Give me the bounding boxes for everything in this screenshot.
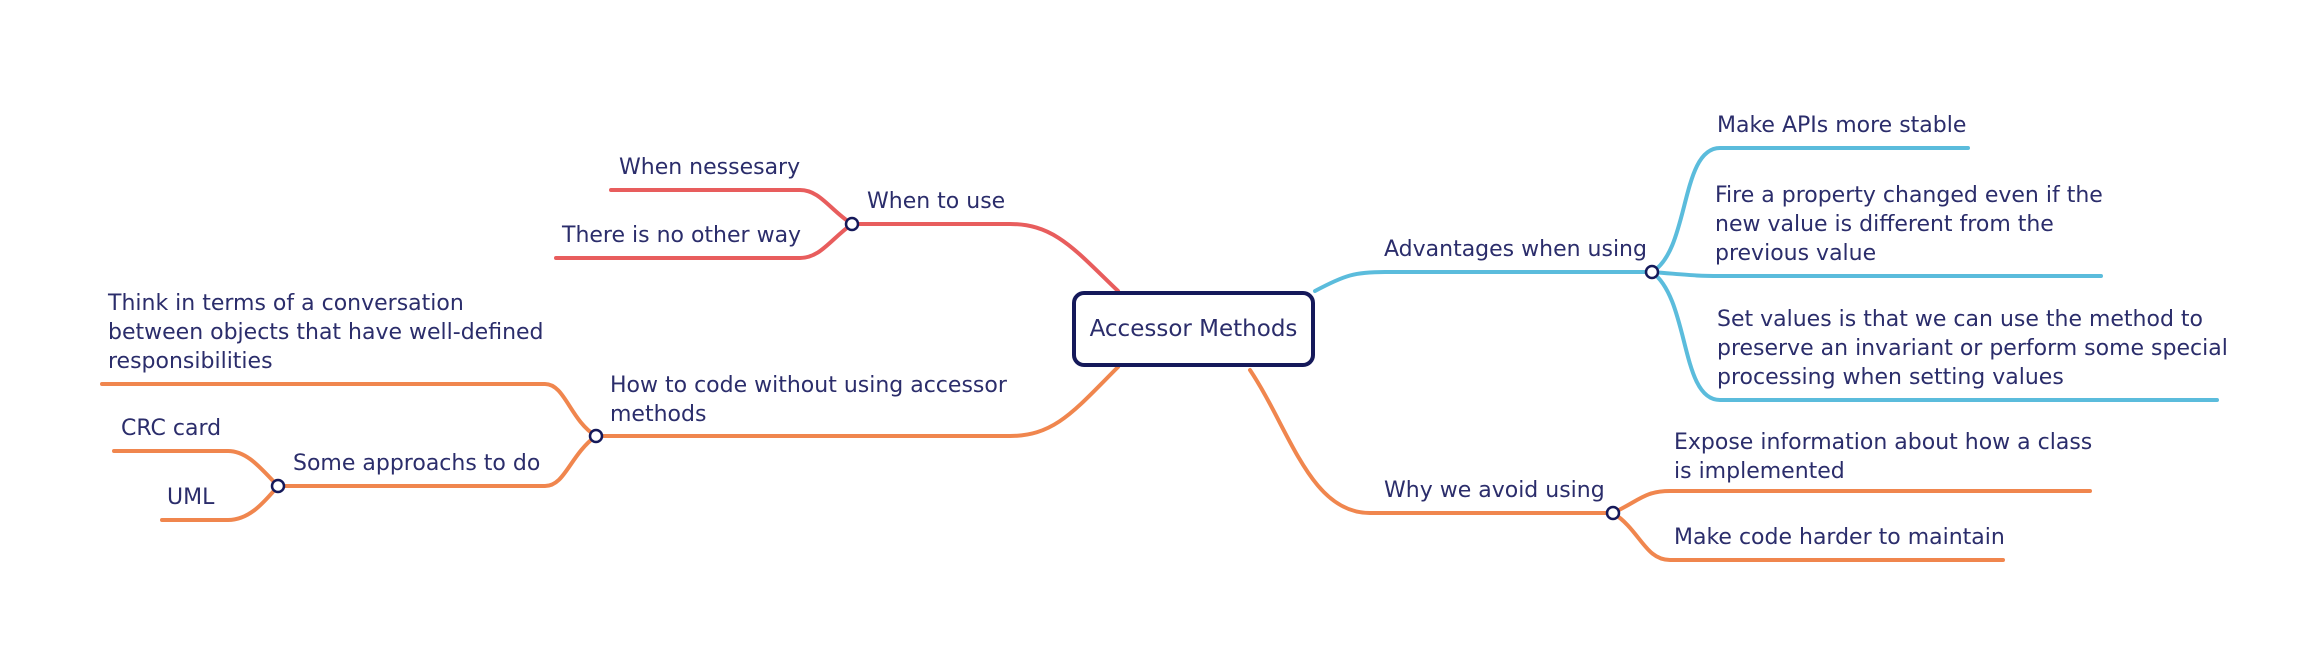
connector-harder: [1611, 511, 2005, 562]
node-crc-card[interactable]: CRC card: [121, 416, 222, 441]
connector-set-values: [1650, 270, 2219, 402]
connector-when-nessesary: [609, 188, 854, 226]
node-think-line-2: between objects that have well-defined: [108, 320, 544, 345]
node-why-avoid[interactable]: Why we avoid using: [1384, 478, 1605, 503]
root-node-label: Accessor Methods: [1089, 316, 1298, 342]
connector-how-to-code: [594, 365, 1120, 438]
node-fire-line-3: previous value: [1715, 241, 1877, 266]
node-how-to-code-line-1: How to code without using accessor: [610, 373, 1007, 398]
node-expose-line-2: is implemented: [1674, 459, 1845, 484]
node-no-other-way[interactable]: There is no other way: [562, 223, 802, 248]
node-some-approachs[interactable]: Some approachs to do: [293, 451, 541, 476]
node-set-values[interactable]: Set values is that we can use the method…: [1717, 305, 2228, 392]
connector-crc-card: [112, 449, 280, 488]
node-fire-line-2: new value is different from the: [1715, 212, 2054, 237]
connector-advantages: [1313, 270, 1654, 293]
connector-think: [100, 382, 598, 438]
node-think-line-1: Think in terms of a conversation: [108, 291, 464, 316]
node-harder-maintain[interactable]: Make code harder to maintain: [1674, 525, 2005, 550]
node-fire-property[interactable]: Fire a property changed even if the new …: [1715, 181, 2103, 268]
connector-no-other-way: [554, 222, 854, 260]
node-when-to-use[interactable]: When to use: [867, 189, 1006, 214]
junction-why-avoid: [1605, 505, 1621, 521]
node-apis-stable[interactable]: Make APIs more stable: [1717, 113, 1967, 138]
node-set-line-3: processing when setting values: [1717, 365, 2064, 390]
junction-when-to-use: [844, 216, 860, 232]
node-expose-line-1: Expose information about how a class: [1674, 430, 2093, 455]
connector-uml: [160, 484, 280, 522]
connector-fire: [1650, 270, 2103, 278]
node-fire-line-1: Fire a property changed even if the: [1715, 183, 2103, 208]
node-uml[interactable]: UML: [167, 485, 215, 510]
connector-expose: [1611, 489, 2092, 515]
node-how-to-code-line-2: methods: [610, 402, 707, 427]
junction-advantages: [1644, 264, 1660, 280]
node-think-conversation[interactable]: Think in terms of a conversation between…: [108, 289, 544, 376]
connector-approaches: [276, 434, 598, 488]
connector-stable: [1650, 146, 1970, 274]
junction-how-to-code: [588, 428, 604, 444]
root-node-accessor-methods[interactable]: Accessor Methods: [1072, 291, 1315, 367]
node-advantages[interactable]: Advantages when using: [1384, 237, 1647, 262]
connector-why-avoid: [1248, 368, 1615, 515]
connector-when-to-use: [850, 222, 1120, 293]
junction-approaches: [270, 478, 286, 494]
node-when-nessesary[interactable]: When nessesary: [619, 155, 801, 180]
node-how-to-code[interactable]: How to code without using accessor metho…: [610, 371, 1007, 429]
node-think-line-3: responsibilities: [108, 349, 273, 374]
node-expose-information[interactable]: Expose information about how a class is …: [1674, 428, 2092, 486]
node-set-line-2: preserve an invariant or perform some sp…: [1717, 336, 2228, 361]
node-set-line-1: Set values is that we can use the method…: [1717, 307, 2204, 332]
